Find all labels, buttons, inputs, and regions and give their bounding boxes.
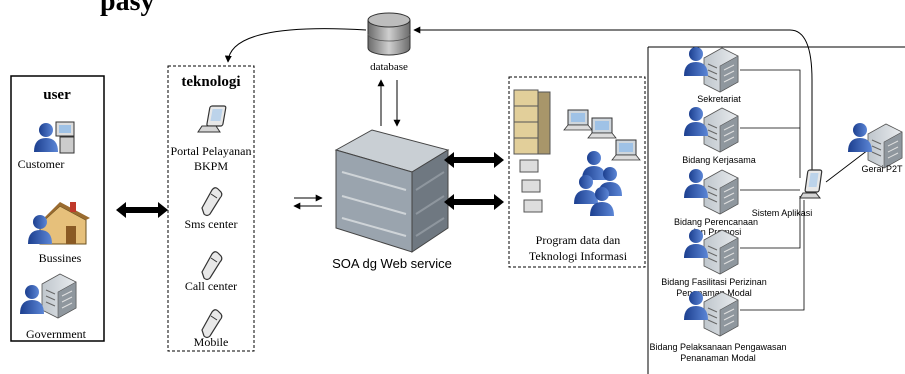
sistem-to-db-arrow [413,26,813,170]
fasilitasi-label-line1: Bidang Fasilitasi Perizinan [661,277,767,287]
sms-center-label: Sms center [185,217,238,231]
portal-label-line1: Portal Pelayanan [171,144,252,158]
pengawasan-label-line1: Bidang Pelaksanaan Pengawasan [649,342,786,352]
program-pc-icon-1 [563,109,593,131]
program-label-line2: Teknologi Informasi [529,249,628,263]
kerjasama-label: Bidang Kerjasama [682,155,756,165]
gerai-label: Gerai P2T [861,164,903,174]
sekretariat-icon [684,47,739,93]
customer-label: Customer [18,157,65,171]
db-to-teknologi-arrow [224,28,367,63]
perencanaan-label-line2: dan Promosi [691,227,742,237]
user-teknologi-arrow [116,202,168,218]
soa-server-icon [334,129,450,253]
portal-label-line2: BKPM [194,159,228,173]
program-label-line1: Program data dan [536,233,621,247]
gerai-icon [848,123,903,169]
user-heading: user [43,87,71,103]
title-fragment: pasy [100,0,154,17]
customer-icon [34,121,75,154]
mobile-label: Mobile [194,335,229,349]
teknologi-heading: teknologi [181,74,240,90]
program-pc-icon-2 [587,117,617,139]
business-house-icon [28,202,90,245]
perencanaan-icon [684,169,739,215]
pengawasan-icon [684,291,739,337]
program-printers-icon [519,159,543,213]
sistem-aplikasi-label: Sistem Aplikasi [752,208,813,218]
database-cylinder-icon [367,12,411,56]
teknologi-soa-arrows [293,194,323,210]
portal-pc-icon [197,105,227,133]
unit-connection-lines [740,69,869,311]
bussines-label: Bussines [39,251,82,265]
perencanaan-label-line1: Bidang Perencanaan [674,217,758,227]
pengawasan-label-line2: Penanaman Modal [680,353,756,363]
call-center-label: Call center [185,279,237,293]
program-pc-icon-3 [611,139,641,161]
fasilitasi-icon [684,229,739,275]
sistem-aplikasi-monitor-icon [799,169,823,199]
soa-label: SOA dg Web service [332,256,452,271]
db-soa-arrows [377,79,401,127]
sekretariat-label: Sekretariat [697,94,741,104]
soa-program-arrows [444,152,504,210]
database-label: database [370,61,408,73]
fasilitasi-label-line2: Penanaman Modal [676,288,752,298]
kerjasama-icon [684,107,739,153]
government-label: Government [26,327,87,341]
program-servers-icon [513,89,551,155]
